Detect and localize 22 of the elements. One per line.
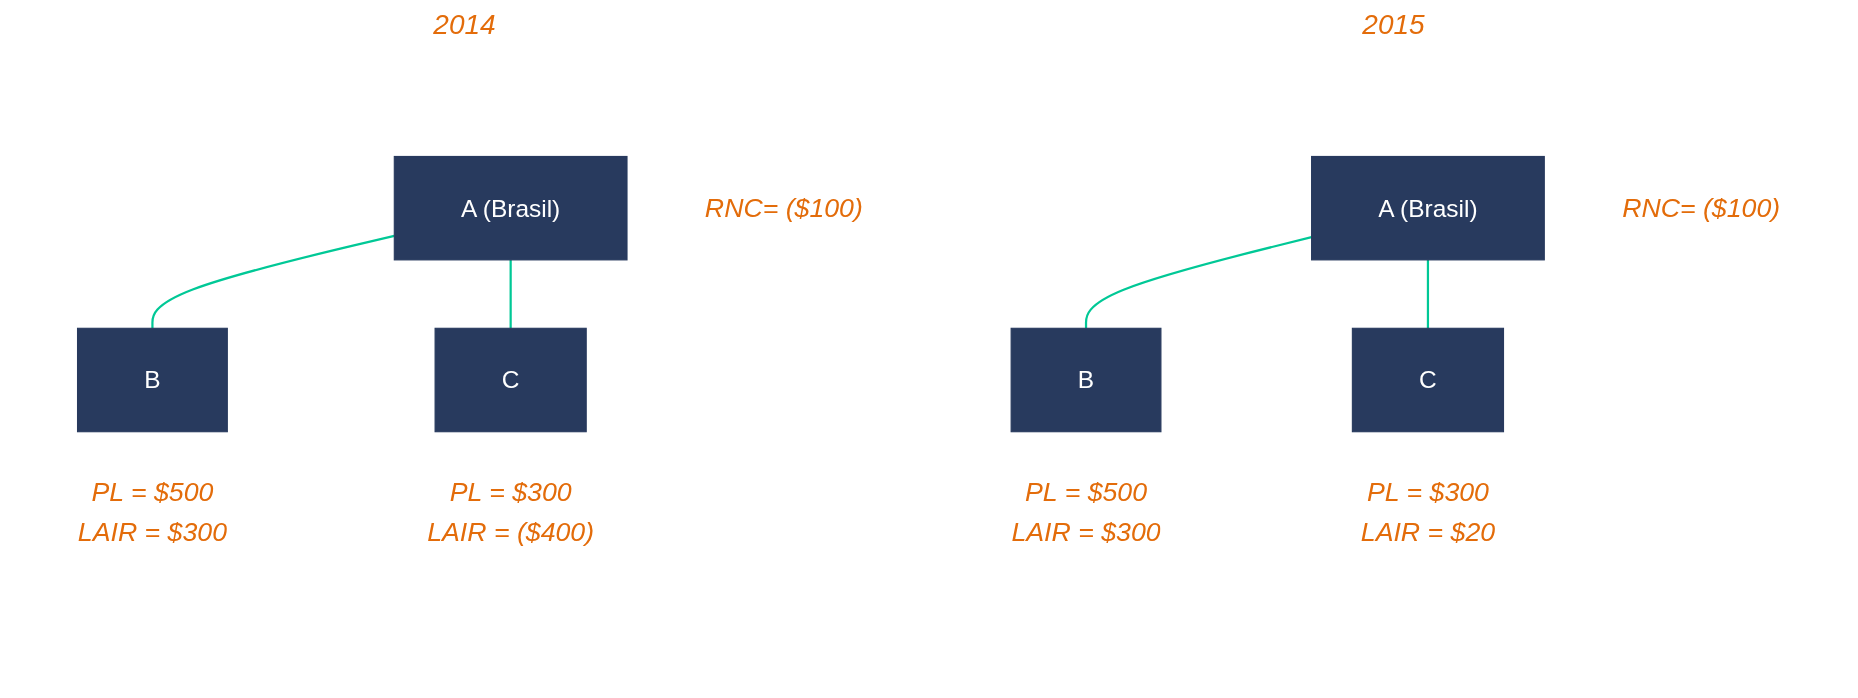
node-box: C: [434, 327, 587, 433]
node-label: PL = $300: [1366, 476, 1489, 507]
node-label: RNC= ($100): [704, 192, 863, 223]
node-label: LAIR = ($400): [427, 516, 595, 547]
node-label: PL = $300: [449, 476, 572, 507]
connector: [1426, 259, 1430, 329]
node-box: B: [1010, 327, 1162, 433]
node-label: RNC= ($100): [1622, 192, 1781, 223]
node-label: LAIR = $300: [77, 516, 227, 547]
year-label: 2015: [1362, 9, 1425, 41]
node-label: LAIR = $300: [1011, 516, 1161, 547]
node-box: C: [1351, 327, 1505, 433]
connector: [1084, 236, 1312, 329]
node-label: PL = $500: [91, 476, 214, 507]
node-label: LAIR = $20: [1360, 516, 1496, 547]
node-box: B: [76, 327, 228, 433]
connector: [151, 234, 395, 329]
year-label: 2014: [433, 9, 496, 41]
node-box: A (Brasil): [1311, 155, 1545, 261]
node-box: A (Brasil): [393, 155, 628, 261]
connector: [509, 259, 512, 329]
node-label: PL = $500: [1025, 476, 1148, 507]
